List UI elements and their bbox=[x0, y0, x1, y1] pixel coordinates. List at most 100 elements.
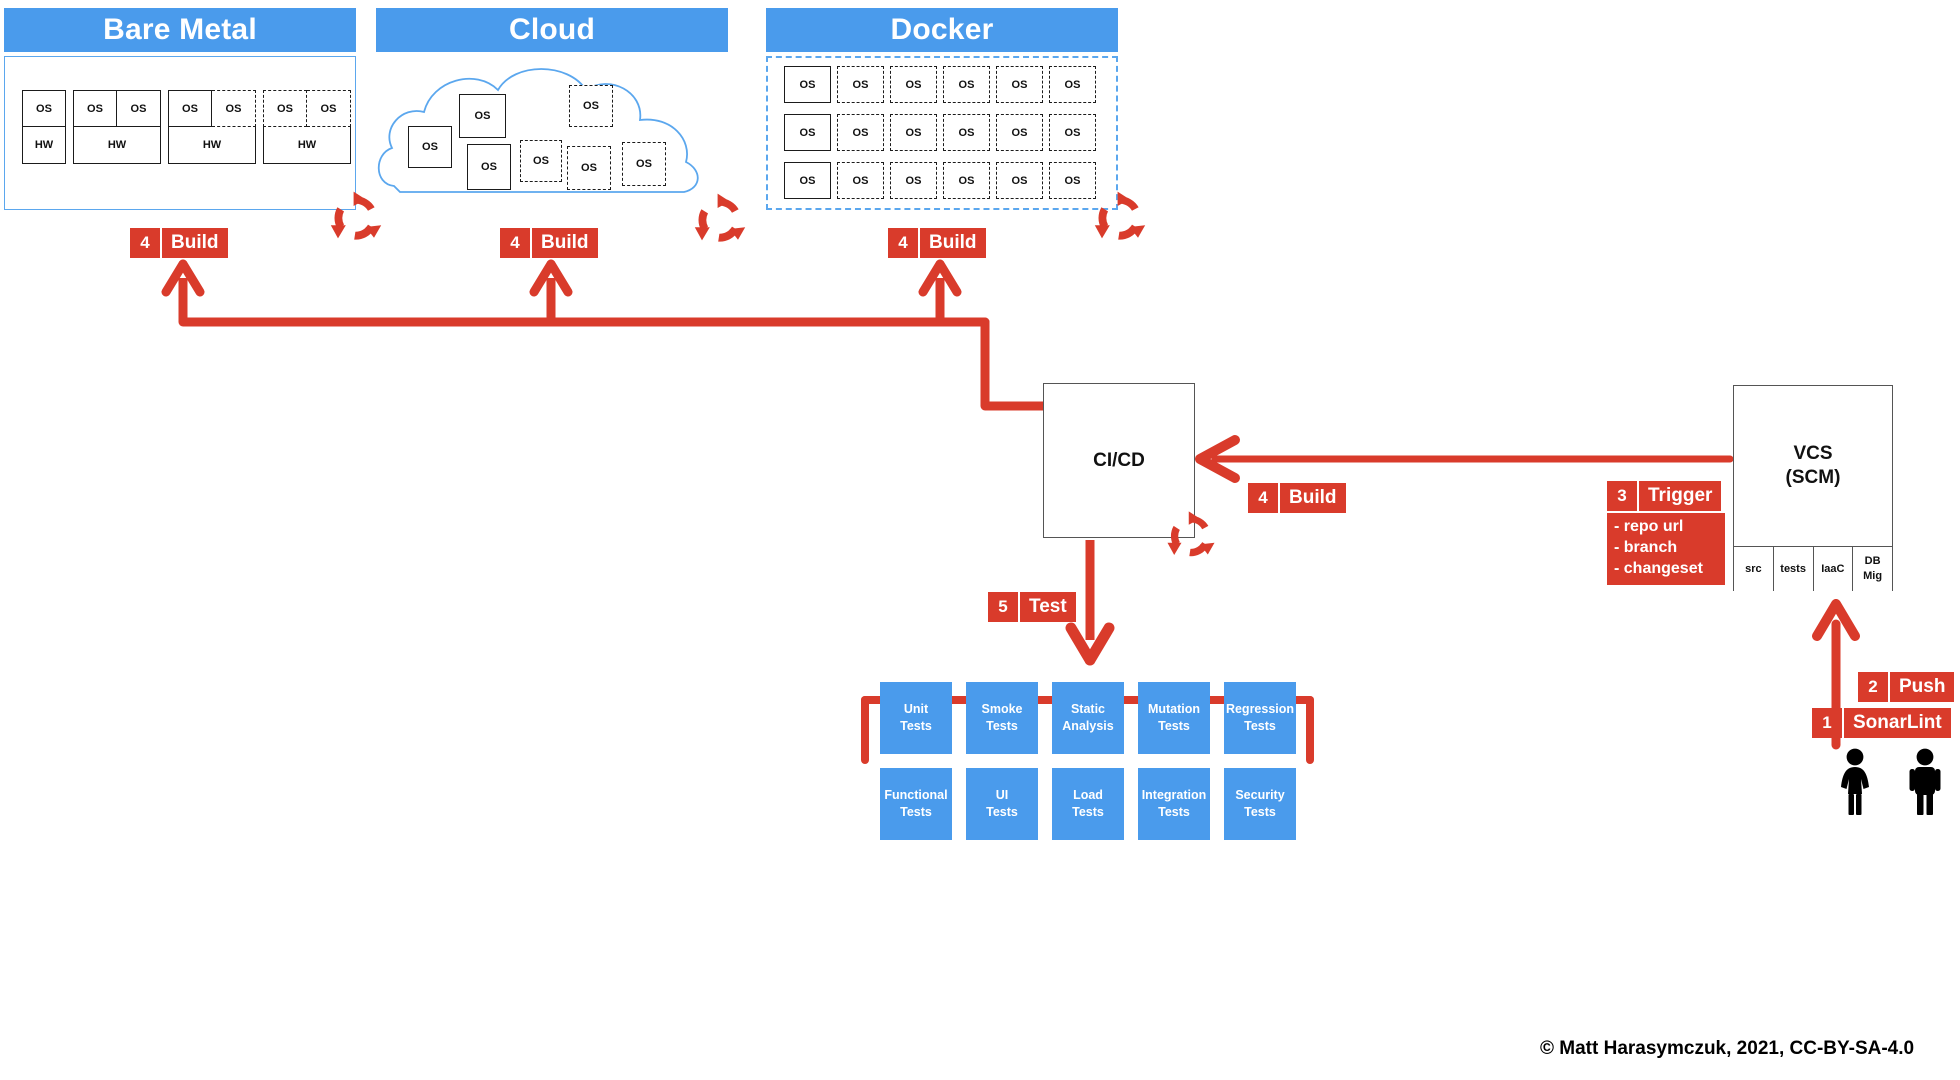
badge-label: SonarLint bbox=[1844, 708, 1951, 738]
test-tile-line2: Tests bbox=[1158, 719, 1190, 733]
badge-number: 3 bbox=[1607, 481, 1639, 511]
badge-number: 2 bbox=[1858, 672, 1890, 702]
badge-trigger: 3 Trigger bbox=[1607, 481, 1722, 511]
platform-header-bare-metal: Bare Metal bbox=[4, 8, 356, 52]
badge-push: 2 Push bbox=[1858, 672, 1955, 702]
cloud-os-node: OS bbox=[467, 144, 511, 190]
badge-label: Trigger bbox=[1639, 481, 1722, 511]
test-tile-line2: Tests bbox=[1244, 805, 1276, 819]
test-tile-line1: Mutation bbox=[1147, 702, 1201, 717]
platform-title-docker: Docker bbox=[890, 13, 994, 46]
test-tile-line2: Tests bbox=[1072, 805, 1104, 819]
docker-os-cell-ghost: OS bbox=[996, 66, 1043, 103]
recycle-icon bbox=[330, 191, 382, 240]
docker-os-cell: OS bbox=[784, 66, 831, 103]
bare-metal-hw-cell: HW bbox=[73, 127, 161, 164]
badge-number: 4 bbox=[1248, 483, 1280, 513]
test-tile-line1: Static bbox=[1070, 702, 1106, 717]
docker-os-cell-ghost: OS bbox=[943, 66, 990, 103]
badge-build-bare-metal: 4 Build bbox=[130, 228, 228, 258]
vcs-repo-label: DB bbox=[1864, 555, 1881, 568]
badge-number: 4 bbox=[500, 228, 532, 258]
recycle-icon bbox=[1094, 191, 1146, 240]
vcs-repo-tests[interactable]: tests bbox=[1773, 547, 1814, 591]
docker-os-cell-ghost: OS bbox=[890, 162, 937, 199]
docker-os-cell-ghost: OS bbox=[890, 114, 937, 151]
test-tile-line1: Functional bbox=[884, 788, 948, 803]
docker-os-cell-ghost: OS bbox=[1049, 66, 1096, 103]
badge-label: Build bbox=[162, 228, 228, 258]
vcs-box[interactable]: VCS (SCM) src tests IaaC DB Mig bbox=[1733, 385, 1893, 591]
badge-label: Build bbox=[1280, 483, 1346, 513]
badge-label: Push bbox=[1890, 672, 1955, 702]
docker-os-cell-ghost: OS bbox=[837, 114, 884, 151]
cicd-label: CI/CD bbox=[1093, 449, 1145, 471]
bare-metal-os-cell: OS bbox=[22, 90, 66, 127]
cicd-box[interactable]: CI/CD bbox=[1043, 383, 1195, 538]
test-tile-ui-tests[interactable]: UI Tests bbox=[966, 768, 1038, 840]
badge-label: Build bbox=[920, 228, 986, 258]
vcs-repo-label: src bbox=[1745, 562, 1762, 575]
bare-metal-os-cell: OS bbox=[73, 90, 117, 127]
cloud-os-node-ghost: OS bbox=[622, 142, 666, 186]
bare-metal-hw-cell: HW bbox=[168, 127, 256, 164]
docker-os-cell-ghost: OS bbox=[1049, 162, 1096, 199]
vcs-title-line1: VCS bbox=[1793, 443, 1833, 465]
bare-metal-os-cell-ghost: OS bbox=[307, 90, 351, 127]
bare-metal-os-cell: OS bbox=[168, 90, 212, 127]
test-tile-line1: Smoke bbox=[981, 702, 1023, 717]
test-tile-line2: Tests bbox=[1158, 805, 1190, 819]
person-female-icon bbox=[1841, 748, 1869, 815]
vcs-title-line2: (SCM) bbox=[1785, 467, 1841, 488]
footer-copyright: © Matt Harasymczuk, 2021, CC-BY-SA-4.0 bbox=[1540, 1038, 1915, 1059]
cloud-shape bbox=[377, 68, 699, 193]
vcs-repo-db-mig[interactable]: DB Mig bbox=[1853, 547, 1892, 591]
badge-build-docker: 4 Build bbox=[888, 228, 986, 258]
test-tile-line2: Tests bbox=[986, 805, 1018, 819]
docker-os-cell-ghost: OS bbox=[837, 66, 884, 103]
docker-os-cell-ghost: OS bbox=[943, 114, 990, 151]
platform-title-cloud: Cloud bbox=[509, 13, 595, 46]
trigger-notes: - repo url - branch - changeset bbox=[1607, 513, 1725, 586]
docker-os-cell-ghost: OS bbox=[1049, 114, 1096, 151]
test-tile-line1: Security bbox=[1235, 788, 1285, 803]
badge-sonarlint: 1 SonarLint bbox=[1812, 708, 1951, 738]
vcs-repo-label: tests bbox=[1780, 562, 1806, 575]
recycle-icon bbox=[694, 193, 746, 242]
recycle-icon bbox=[1167, 511, 1215, 557]
badge-number: 4 bbox=[130, 228, 162, 258]
badge-build-cloud: 4 Build bbox=[500, 228, 598, 258]
cloud-os-node: OS bbox=[408, 126, 452, 168]
badge-label: Build bbox=[532, 228, 598, 258]
test-tile-line1: UI bbox=[995, 788, 1009, 803]
test-tile-line2: Tests bbox=[1244, 719, 1276, 733]
cloud-os-node: OS bbox=[459, 94, 506, 138]
docker-os-cell: OS bbox=[784, 162, 831, 199]
cloud-os-node-ghost: OS bbox=[567, 146, 611, 190]
bare-metal-os-cell: OS bbox=[117, 90, 161, 127]
trigger-note-item: - changeset bbox=[1614, 559, 1703, 577]
trigger-note-item: - branch bbox=[1614, 538, 1678, 556]
badge-number: 4 bbox=[888, 228, 920, 258]
docker-os-cell-ghost: OS bbox=[943, 162, 990, 199]
badge-label: Test bbox=[1020, 592, 1076, 622]
docker-os-cell-ghost: OS bbox=[996, 162, 1043, 199]
vcs-repo-iaac[interactable]: IaaC bbox=[1813, 547, 1854, 591]
platform-header-docker: Docker bbox=[766, 8, 1118, 52]
vcs-repo-src[interactable]: src bbox=[1734, 547, 1774, 591]
vcs-repo-label-2: Mig bbox=[1863, 570, 1883, 582]
test-tile-line1: Integration bbox=[1141, 788, 1207, 803]
bare-metal-hw-cell: HW bbox=[22, 127, 66, 164]
